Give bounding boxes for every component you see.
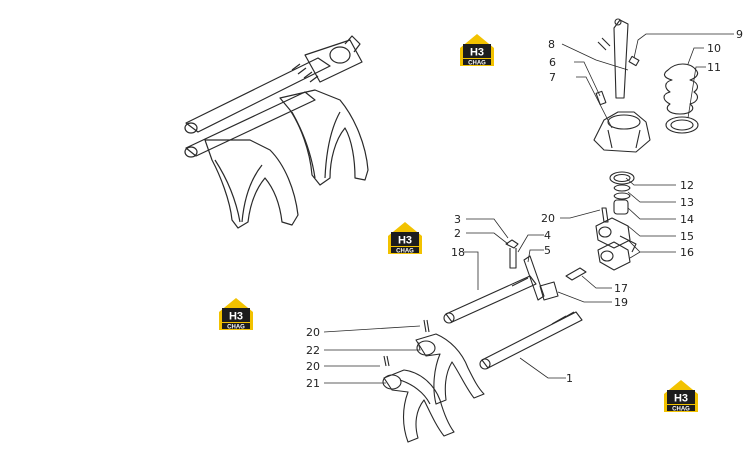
watermark-logo: H3 CHAG [460,34,494,66]
svg-text:CHAG: CHAG [672,406,690,412]
svg-text:H3: H3 [470,47,484,59]
callout-4: 4 [544,229,551,242]
lever-housing-parts [539,18,699,301]
selector-rods-and-forks [382,239,583,443]
assembled-fork-view [184,35,369,229]
svg-text:H3: H3 [229,311,243,323]
callout-10: 10 [707,42,721,55]
leader-lines [323,33,734,384]
callout-2: 2 [454,227,461,240]
callout-17: 17 [614,282,628,295]
callout-20-top: 20 [541,212,555,225]
callout-19: 19 [614,296,628,309]
watermark-logo: H3 CHAG [388,222,422,254]
callout-11: 11 [707,61,721,74]
callout-14: 14 [680,213,694,226]
svg-text:H3: H3 [674,393,688,405]
callout-6: 6 [549,56,556,69]
callout-5: 5 [544,244,551,257]
callout-22: 22 [306,344,320,357]
callout-9: 9 [736,28,743,41]
callout-15: 15 [680,230,694,243]
callout-18: 18 [451,246,465,259]
callout-20-lower: 20 [306,360,320,373]
svg-text:CHAG: CHAG [396,248,414,254]
watermark-logo: H3 CHAG [664,380,698,412]
callout-12: 12 [680,179,694,192]
callout-21: 21 [306,377,320,390]
callout-7: 7 [549,71,556,84]
watermark-logo: H3 CHAG [219,298,253,330]
callout-3: 3 [454,213,461,226]
callout-16: 16 [680,246,694,259]
callout-13: 13 [680,196,694,209]
svg-text:CHAG: CHAG [227,324,245,330]
callout-labels: 9 8 10 6 11 7 12 13 20 14 3 2 4 15 5 18 … [306,28,743,390]
callout-8: 8 [548,38,555,51]
callout-1: 1 [566,372,573,385]
svg-text:H3: H3 [398,235,412,247]
svg-text:CHAG: CHAG [468,60,486,66]
callout-20-upper: 20 [306,326,320,339]
